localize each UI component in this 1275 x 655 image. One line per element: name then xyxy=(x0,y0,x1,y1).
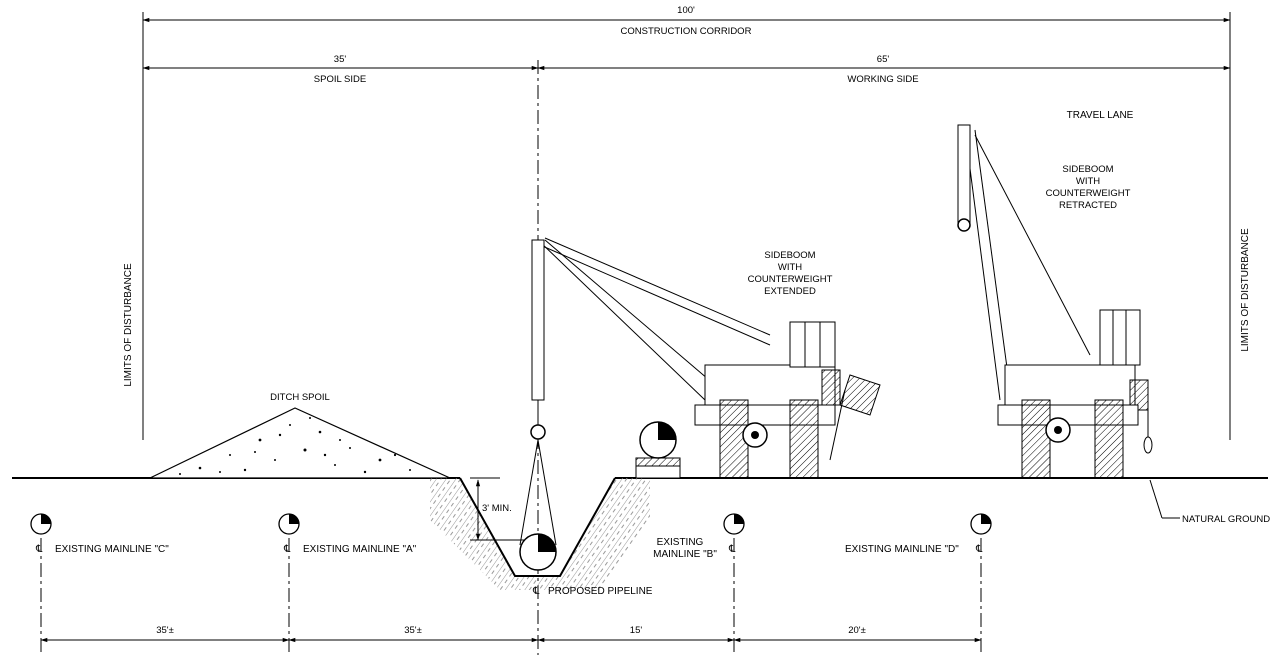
dimension-working-side: 65' WORKING SIDE xyxy=(537,54,1231,85)
existing-mainline-d: ℄ EXISTING MAINLINE "D" xyxy=(845,513,992,655)
proposed-pipe xyxy=(519,439,557,571)
svg-text:℄: ℄ xyxy=(728,544,736,555)
trench xyxy=(430,477,650,590)
min-cover-label: 3' MIN. xyxy=(482,503,512,514)
svg-text:EXTENDED: EXTENDED xyxy=(764,286,816,297)
svg-text:COUNTERWEIGHT: COUNTERWEIGHT xyxy=(748,274,833,285)
limits-of-disturbance-right: LIMITS OF DISTURBANCE xyxy=(1240,228,1251,352)
ditch-spoil-pile xyxy=(149,407,451,479)
svg-text:WITH: WITH xyxy=(1076,176,1100,187)
bottom-dimensions: 35'± 35'± 15' 20'± xyxy=(40,625,982,643)
pipe-on-skids xyxy=(635,421,681,479)
svg-text:℄: ℄ xyxy=(532,586,540,597)
ditch-spoil-label: DITCH SPOIL xyxy=(270,392,330,403)
dimension-proposed-to-b: 15' xyxy=(630,625,643,636)
sideboom-retracted-label: SIDEBOOM WITH COUNTERWEIGHT RETRACTED xyxy=(1046,164,1131,211)
proposed-pipeline-label: ℄ PROPOSED PIPELINE xyxy=(532,586,653,597)
svg-text:℄: ℄ xyxy=(35,544,43,555)
svg-text:RETRACTED: RETRACTED xyxy=(1059,200,1117,211)
dimension-c-to-a: 35'± xyxy=(156,625,174,636)
svg-text:EXISTING MAINLINE "C": EXISTING MAINLINE "C" xyxy=(55,544,169,555)
svg-text:EXISTING: EXISTING xyxy=(657,537,704,548)
working-side-width: 65' xyxy=(877,54,890,65)
natural-ground-leader xyxy=(1149,479,1180,519)
dimension-spoil-side: 35' SPOIL SIDE xyxy=(142,54,539,85)
svg-text:℄: ℄ xyxy=(975,544,983,555)
svg-text:MAINLINE "B": MAINLINE "B" xyxy=(653,549,717,560)
spoil-side-label: SPOIL SIDE xyxy=(314,74,366,85)
dimension-b-to-d: 20'± xyxy=(848,625,866,636)
sideboom-extended xyxy=(530,237,881,479)
existing-mainline-a: ℄ EXISTING MAINLINE "A" xyxy=(278,513,417,655)
svg-text:EXISTING MAINLINE "D": EXISTING MAINLINE "D" xyxy=(845,544,959,555)
existing-mainline-c: ℄ EXISTING MAINLINE "C" xyxy=(30,513,169,655)
dimension-a-to-proposed: 35'± xyxy=(404,625,422,636)
natural-ground-label: NATURAL GROUND xyxy=(1182,514,1270,525)
existing-mainline-b: ℄ EXISTING MAINLINE "B" xyxy=(653,513,745,655)
sideboom-retracted xyxy=(957,124,1153,479)
svg-text:WITH: WITH xyxy=(778,262,802,273)
svg-text:℄: ℄ xyxy=(283,544,291,555)
travel-lane-label: TRAVEL LANE xyxy=(1067,110,1134,121)
svg-text:EXISTING MAINLINE "A": EXISTING MAINLINE "A" xyxy=(303,544,417,555)
limits-of-disturbance-left: LIMITS OF DISTURBANCE xyxy=(123,263,134,387)
corridor-width: 100' xyxy=(677,5,695,16)
svg-text:PROPOSED PIPELINE: PROPOSED PIPELINE xyxy=(548,586,653,597)
svg-text:COUNTERWEIGHT: COUNTERWEIGHT xyxy=(1046,188,1131,199)
working-side-label: WORKING SIDE xyxy=(847,74,918,85)
sideboom-extended-label: SIDEBOOM WITH COUNTERWEIGHT EXTENDED xyxy=(748,250,833,297)
svg-text:SIDEBOOM: SIDEBOOM xyxy=(1062,164,1113,175)
corridor-label: CONSTRUCTION CORRIDOR xyxy=(621,26,752,37)
svg-text:SIDEBOOM: SIDEBOOM xyxy=(764,250,815,261)
spoil-side-width: 35' xyxy=(334,54,347,65)
dimension-construction-corridor: 100' CONSTRUCTION CORRIDOR xyxy=(142,5,1231,440)
